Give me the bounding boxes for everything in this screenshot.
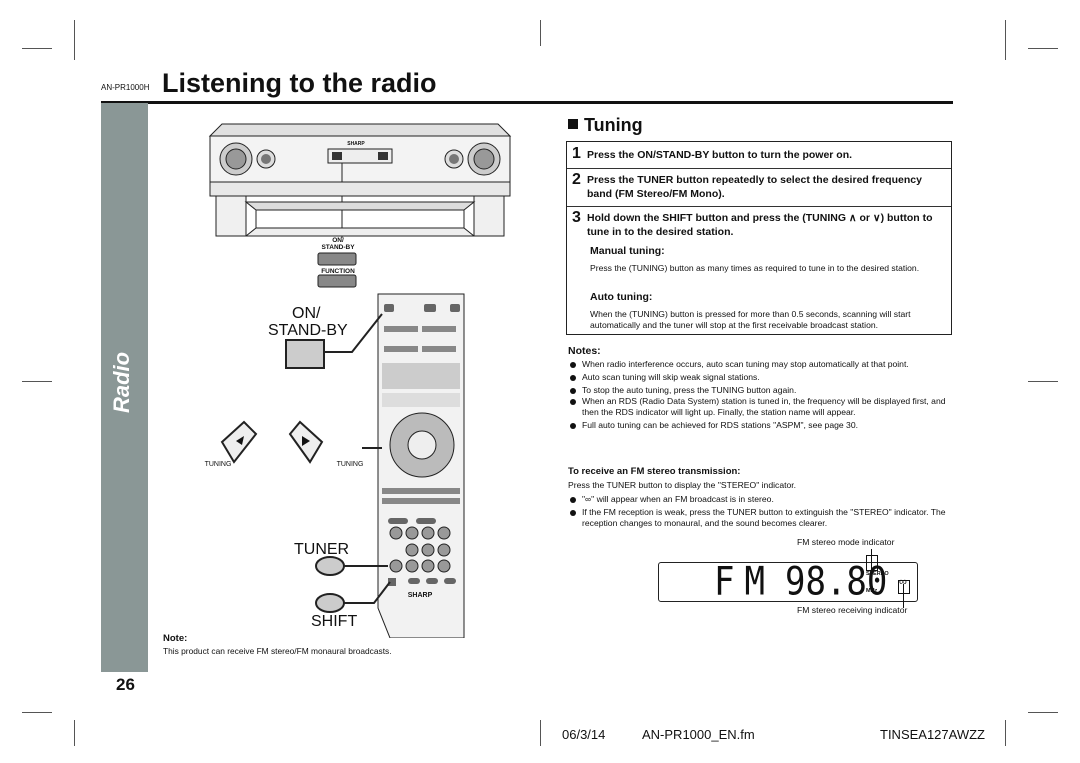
square-bullet-icon	[568, 119, 578, 129]
callout-standby-label: STAND-BY	[268, 322, 348, 339]
display-unit: MHz	[866, 588, 878, 594]
stereo-receiving-icon: ∞	[899, 576, 907, 588]
side-tab-label: Radio	[109, 351, 134, 413]
unit-on-label: ON/	[332, 237, 344, 244]
crop-mark	[1028, 48, 1058, 49]
callout-on-label: ON/	[292, 305, 321, 322]
footer-date: 06/3/14	[562, 727, 606, 742]
list-item: If the FM reception is weak, press the T…	[568, 507, 954, 529]
list-item: When an RDS (Radio Data System) station …	[568, 396, 954, 418]
crop-mark	[1005, 720, 1006, 746]
fm-stereo-list: "∞" will appear when an FM broadcast is …	[568, 494, 954, 529]
fm-display: FM 98.80 STEREO MHz ∞	[658, 559, 918, 605]
notes-list: When radio interference occurs, auto sca…	[568, 359, 954, 431]
step-row: 3 Hold down the SHIFT button and press t…	[567, 206, 951, 335]
step-number: 3	[572, 209, 581, 226]
remote-illustration	[377, 293, 465, 638]
page-title: Listening to the radio	[162, 68, 437, 98]
bottom-note-heading: Note:	[163, 633, 188, 644]
unit-brand: SHARP	[347, 141, 365, 147]
remote-brand: SHARP	[407, 592, 433, 599]
callout-tuner-label: TUNER	[294, 541, 350, 558]
callout-shift-label: SHIFT	[311, 613, 358, 630]
callout-lines	[220, 313, 391, 613]
main-unit-illustration	[208, 123, 512, 288]
steps-box: 1 Press the ON/STAND-BY button to turn t…	[566, 141, 952, 335]
mode-indicator-box	[866, 555, 878, 571]
crop-mark	[540, 20, 541, 46]
crop-mark	[22, 712, 52, 713]
crop-mark	[1028, 381, 1058, 382]
receiving-indicator-caption: FM stereo receiving indicator	[797, 605, 908, 615]
step-number: 2	[572, 171, 581, 188]
step-row: 1 Press the ON/STAND-BY button to turn t…	[567, 142, 951, 169]
tuning-up-key	[288, 420, 324, 464]
auto-tuning-heading: Auto tuning:	[590, 291, 653, 303]
receiving-indicator-box	[898, 580, 910, 594]
unit-on-standby-label: ON/ STAND-BY	[310, 237, 366, 251]
step-number: 1	[572, 145, 581, 162]
manual-tuning-text: Press the (TUNING) button as many times …	[590, 263, 920, 273]
receiving-indicator-line	[903, 584, 904, 608]
fm-stereo-intro: Press the TUNER button to display the "S…	[568, 480, 797, 490]
unit-function-label: FUNCTION	[321, 268, 355, 275]
list-item: To stop the auto tuning, press the TUNIN…	[568, 385, 954, 396]
crop-mark	[540, 720, 541, 746]
step-text: Press the TUNER button repeatedly to sel…	[587, 174, 922, 200]
tuning-right-label: TUNING	[336, 461, 364, 468]
manual-tuning-heading: Manual tuning:	[590, 245, 665, 257]
notes-heading: Notes:	[568, 345, 601, 357]
auto-tuning-text: When the (TUNING) button is pressed for …	[590, 309, 911, 330]
title-rule	[101, 101, 953, 104]
page-number: 26	[116, 675, 135, 694]
crop-mark	[74, 720, 75, 746]
list-item: "∞" will appear when an FM broadcast is …	[568, 494, 954, 505]
step-row: 2 Press the TUNER button repeatedly to s…	[567, 168, 951, 207]
step-text: Press the ON/STAND-BY button to turn the…	[587, 149, 853, 161]
illustration	[208, 123, 512, 638]
display-band: FM	[714, 559, 775, 605]
list-item: Auto scan tuning will skip weak signal s…	[568, 372, 954, 383]
side-tab	[101, 103, 148, 672]
mode-indicator-line	[871, 549, 872, 571]
crop-mark	[22, 381, 52, 382]
mode-indicator-caption: FM stereo mode indicator	[797, 537, 895, 547]
unit-standby-label: STAND-BY	[321, 244, 355, 251]
bottom-note-text: This product can receive FM stereo/FM mo…	[163, 646, 392, 656]
list-item: Full auto tuning can be achieved for RDS…	[568, 420, 954, 431]
section-heading: Tuning	[568, 115, 643, 136]
tuning-down-key	[220, 420, 258, 464]
model-tag: AN-PR1000H	[101, 83, 150, 92]
crop-mark	[74, 20, 75, 60]
crop-mark	[1028, 712, 1058, 713]
footer-file: AN-PR1000_EN.fm	[642, 727, 755, 742]
display-frequency: 98.80	[785, 559, 888, 605]
step-text: Hold down the SHIFT button and press the…	[587, 212, 933, 238]
footer-code: TINSEA127AWZZ	[880, 727, 985, 742]
tuning-left-label: TUNING	[204, 461, 232, 468]
fm-stereo-heading: To receive an FM stereo transmission:	[568, 466, 741, 477]
display-stereo-label: STEREO	[866, 571, 889, 577]
section-heading-text: Tuning	[584, 115, 643, 135]
list-item: When radio interference occurs, auto sca…	[568, 359, 954, 370]
crop-mark	[22, 48, 52, 49]
crop-mark	[1005, 20, 1006, 60]
